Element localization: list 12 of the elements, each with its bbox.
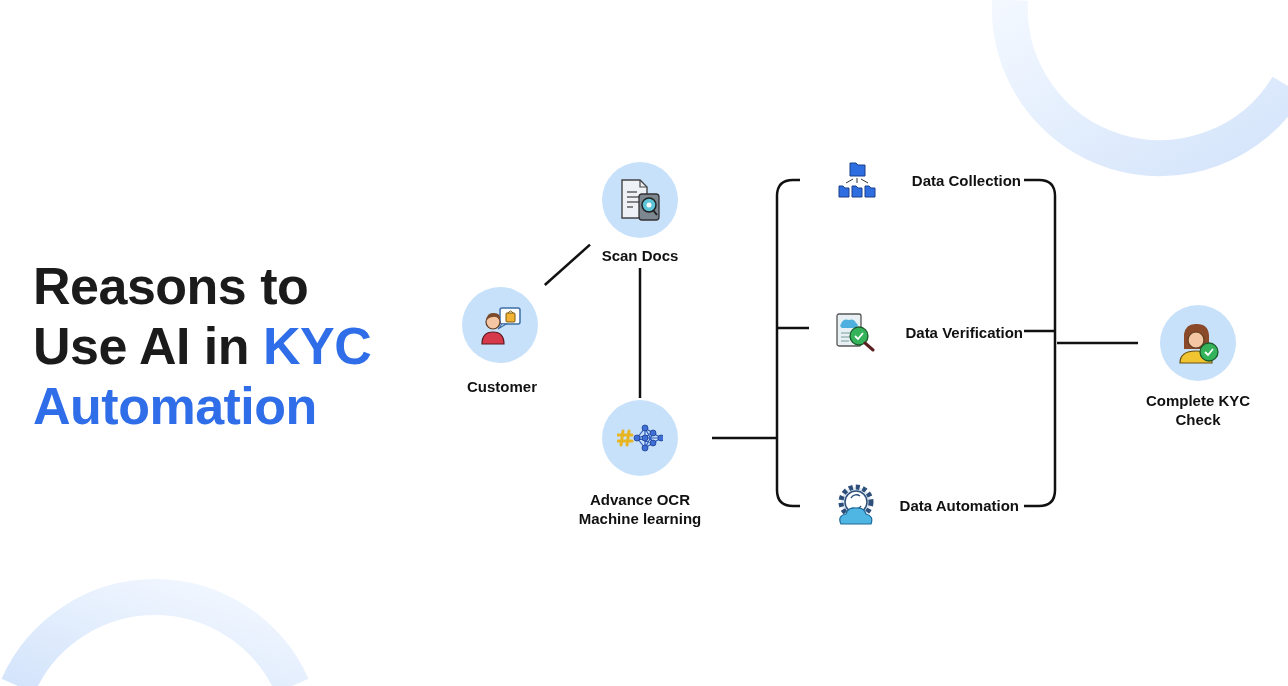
node-label: Data Verification xyxy=(905,323,1023,341)
node-label: Advance OCR Machine learning xyxy=(577,490,703,528)
connector-line xyxy=(712,436,777,440)
node-label: Customer xyxy=(466,377,538,396)
title: Reasons to Use AI in KYC Automation xyxy=(33,256,373,436)
node-label: Scan Docs xyxy=(600,246,680,265)
connector-line xyxy=(543,243,591,286)
connector-line xyxy=(638,268,642,398)
node-label: Complete KYC Check xyxy=(1144,391,1252,429)
node-label: Data Collection xyxy=(911,171,1021,189)
connector-line xyxy=(1057,341,1138,345)
node-label: Data Automation xyxy=(899,496,1019,514)
